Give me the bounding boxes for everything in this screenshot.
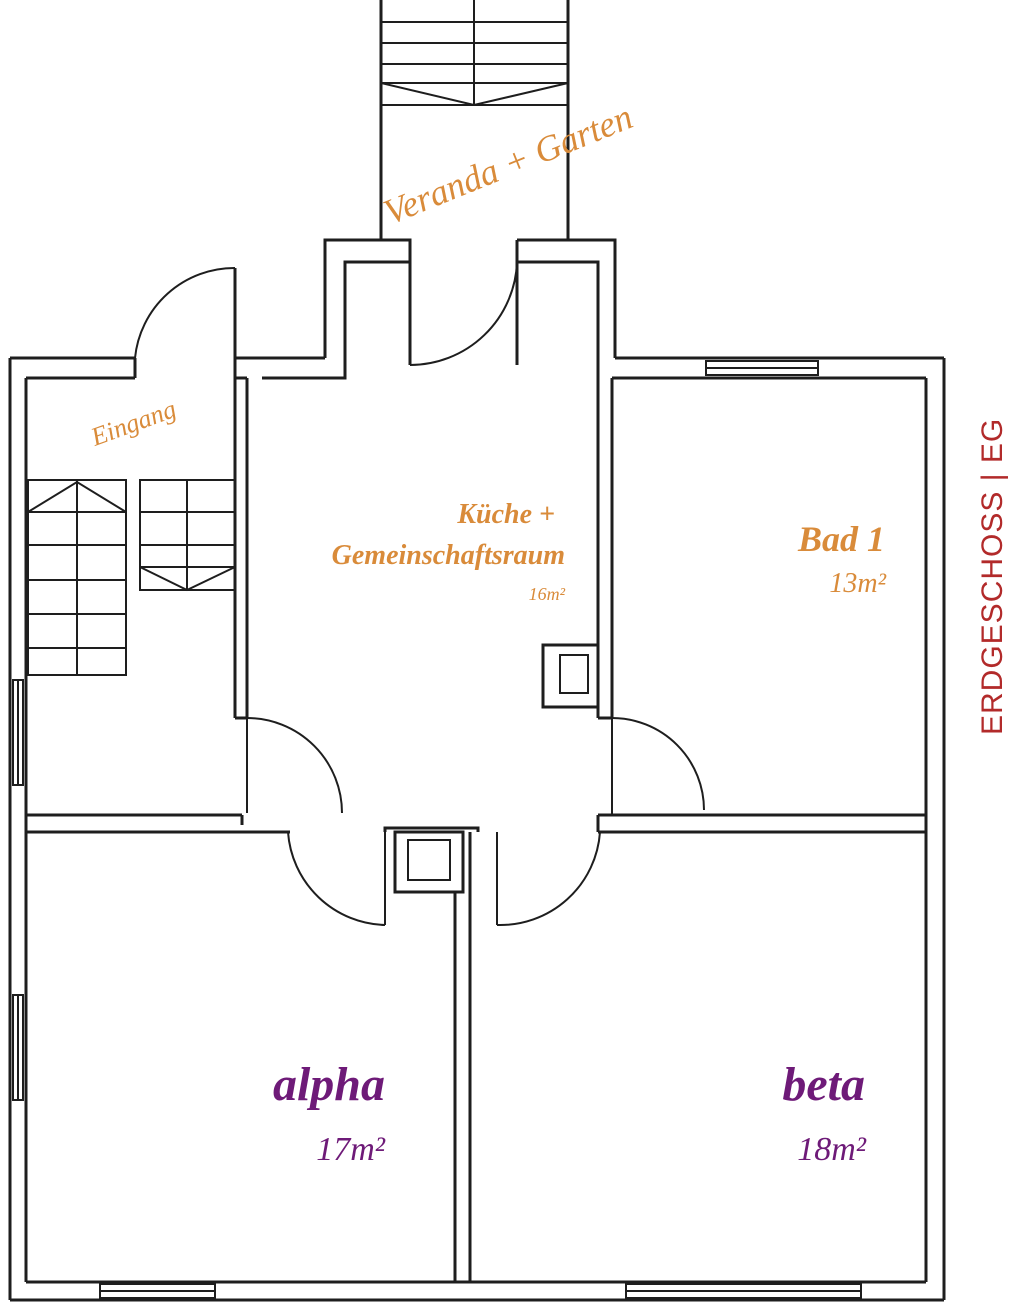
beta-area: 18m²: [797, 1131, 867, 1168]
kitchen-label-line1: Küche +: [456, 499, 555, 530]
alpha-area: 17m²: [316, 1131, 386, 1168]
alpha-label: alpha: [273, 1058, 385, 1111]
kitchen-area: 16m²: [529, 584, 566, 604]
windows: [12, 360, 862, 1299]
entrance-label: Eingang: [86, 394, 180, 452]
entrance-door: [133, 266, 237, 378]
veranda-door: [408, 240, 519, 366]
floor-label: ERDGESCHOSS | EG: [976, 418, 1009, 735]
interior-walls: [26, 378, 926, 1282]
beta-label: beta: [782, 1058, 865, 1111]
bath-area: 13m²: [829, 568, 886, 599]
outer-walls: [8, 238, 946, 1302]
stairwell: [27, 479, 236, 676]
veranda-stairs: [379, 0, 570, 240]
bath-label: Bad 1: [797, 519, 885, 559]
kitchen-label-line2: Gemeinschaftsraum: [332, 540, 565, 571]
veranda-label: Veranda + Garten: [378, 96, 638, 232]
